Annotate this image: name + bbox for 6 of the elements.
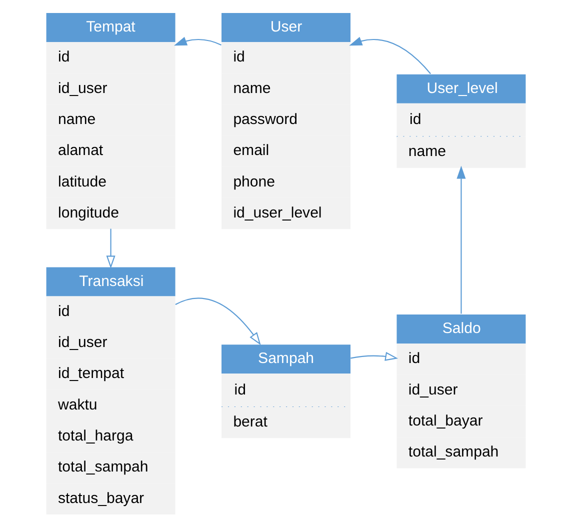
arrow — [173, 36, 221, 46]
arrow — [174, 298, 260, 346]
arrow — [106, 228, 115, 269]
arrow — [456, 166, 466, 314]
arrow — [350, 352, 398, 361]
arrow — [348, 36, 430, 74]
